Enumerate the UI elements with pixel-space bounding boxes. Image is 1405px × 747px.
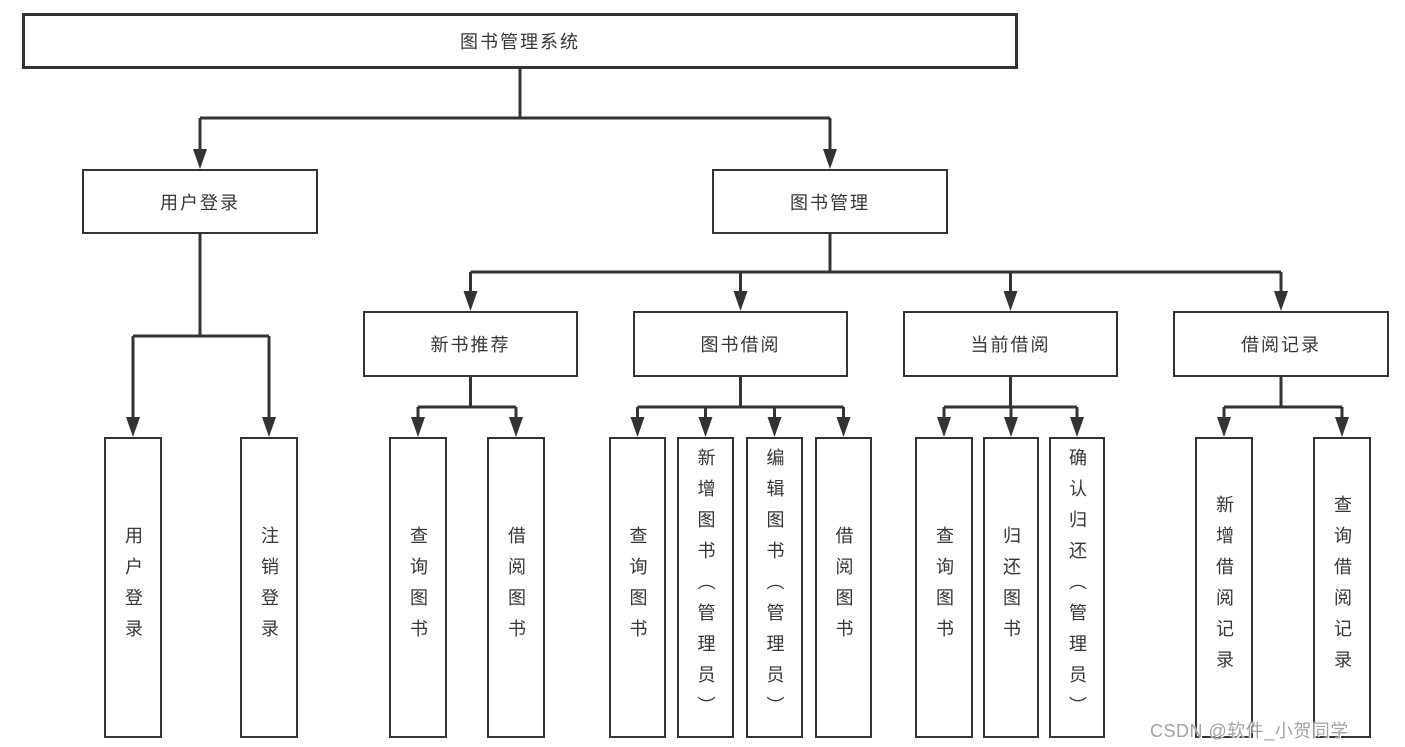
node-library-system: 图书管理系统: [22, 13, 1018, 69]
node-book-management: 图书管理: [712, 169, 948, 234]
leaf-add-book-admin: 新增图书（管理员）: [677, 437, 734, 738]
node-new-book-recommend: 新书推荐: [363, 311, 578, 377]
leaf-search-books-borrow: 查询图书: [609, 437, 666, 738]
leaf-borrow-books: 借阅图书: [815, 437, 872, 738]
leaf-search-books-recommend: 查询图书: [389, 437, 447, 738]
watermark-text: CSDN @软件_小贺同学: [1150, 721, 1349, 741]
leaf-confirm-return-admin: 确认归还（管理员）: [1049, 437, 1105, 738]
node-book-borrow: 图书借阅: [633, 311, 848, 377]
leaf-edit-book-admin: 编辑图书（管理员）: [746, 437, 803, 738]
node-borrow-records: 借阅记录: [1173, 311, 1389, 377]
leaf-search-books-current: 查询图书: [915, 437, 973, 738]
leaf-search-borrow-record: 查询借阅记录: [1313, 437, 1371, 738]
leaf-borrow-books-recommend: 借阅图书: [487, 437, 545, 738]
leaf-logout: 注销登录: [240, 437, 298, 738]
leaf-return-book: 归还图书: [983, 437, 1039, 738]
leaf-user-login: 用户登录: [104, 437, 162, 738]
leaf-add-borrow-record: 新增借阅记录: [1195, 437, 1253, 738]
node-user-login: 用户登录: [82, 169, 318, 234]
node-current-borrow: 当前借阅: [903, 311, 1118, 377]
